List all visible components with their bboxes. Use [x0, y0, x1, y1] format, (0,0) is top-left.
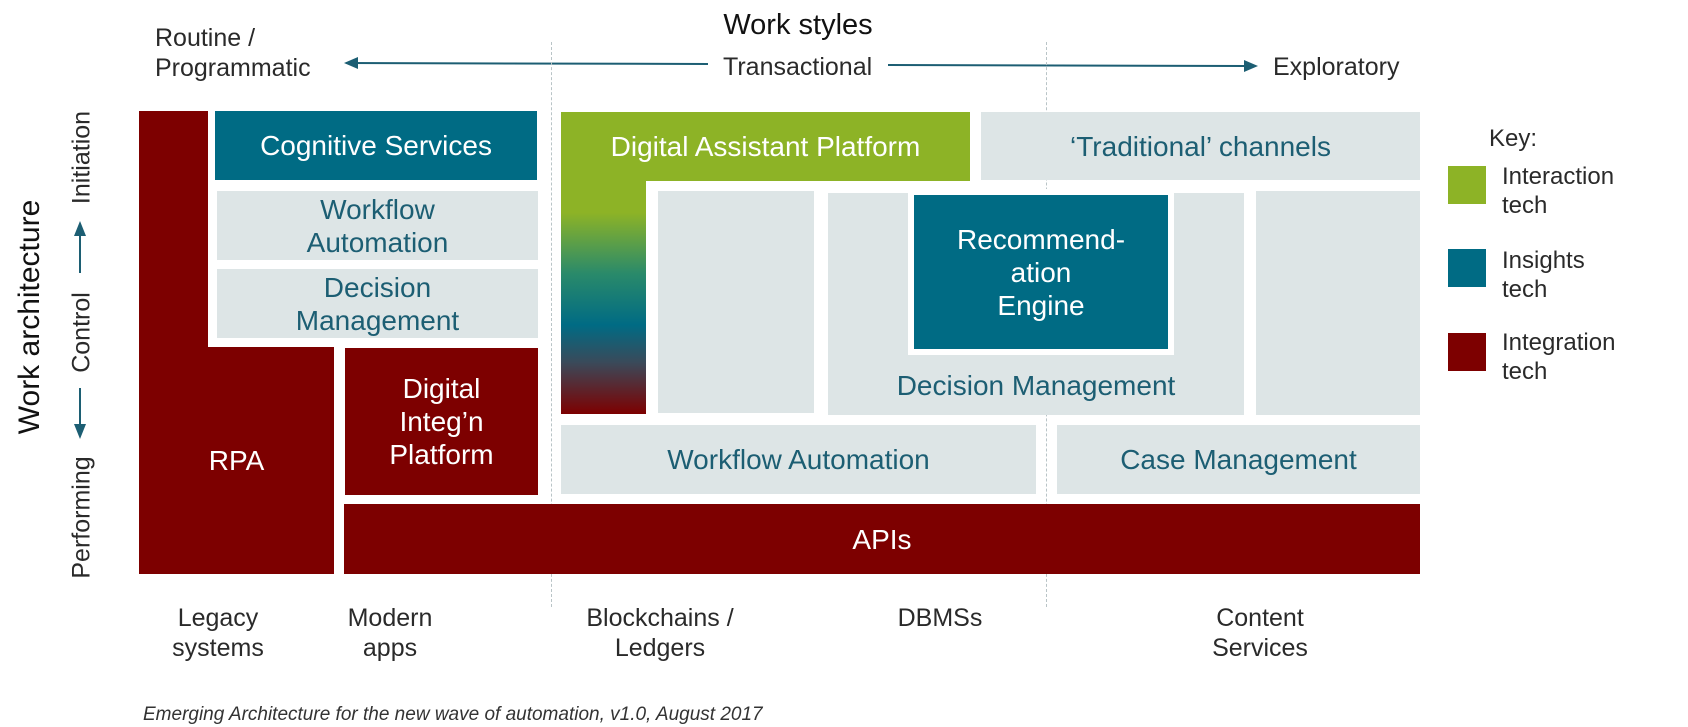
arrow-right-line — [887, 64, 1246, 67]
side-axis-arrows — [74, 221, 86, 439]
blockchains-ledgers-label: Blockchains / Ledgers — [586, 604, 734, 662]
legend-title: Key: — [1489, 125, 1538, 152]
case-management-block: Case Management — [1057, 425, 1420, 494]
axis-up-head — [74, 221, 86, 236]
arrow-right-head — [1244, 60, 1258, 72]
decision-management-center-label: Decision Management — [896, 369, 1176, 401]
right-grey-column — [1256, 191, 1420, 415]
traditional-channels-block: ‘Traditional’ channels — [981, 112, 1420, 180]
legend-label-insights: Insights tech — [1502, 247, 1585, 303]
legend-swatch-integration — [1448, 333, 1486, 371]
digital-integration-platform-block: Digital Integ’n Platform — [345, 348, 538, 495]
legend-label-integration: Integration tech — [1502, 329, 1616, 385]
caption: Emerging Architecture for the new wave o… — [143, 704, 763, 725]
arrow-left-head — [344, 57, 358, 69]
rpa-column-top — [139, 111, 208, 351]
modern-apps-label: Modern apps — [347, 604, 433, 662]
legacy-systems-label: Legacy systems — [172, 604, 264, 662]
digital-assistant-gradient-column — [561, 180, 646, 414]
transactional-label: Transactional — [723, 53, 873, 81]
arrow-left-line — [345, 62, 709, 65]
axis-down-head — [74, 424, 86, 439]
recommendation-engine-block: Recommend- ation Engine — [908, 189, 1174, 355]
legend-swatch-interaction — [1448, 166, 1486, 204]
divider-left — [551, 42, 552, 607]
digital-assistant-platform-label: Digital Assistant Platform — [610, 131, 921, 162]
rpa-block: RPA — [139, 347, 334, 574]
performing-label: Performing — [67, 456, 96, 579]
digital-assistant-platform-bar — [561, 112, 970, 181]
legend-swatch-insights — [1448, 249, 1486, 287]
work-styles-title: Work styles — [723, 9, 873, 41]
content-services-label: Content Services — [1212, 604, 1308, 662]
workflow-automation-left-block: Workflow Automation — [217, 191, 538, 260]
decision-management-left-block: Decision Management — [217, 269, 538, 338]
exploratory-label: Exploratory — [1273, 53, 1400, 81]
routine-programmatic-label: Routine / Programmatic — [155, 24, 311, 82]
center-grey-column-1 — [658, 191, 814, 413]
workflow-automation-center-block: Workflow Automation — [561, 425, 1036, 494]
work-styles-arrows — [344, 57, 1258, 72]
legend-label-interaction: Interaction tech — [1502, 163, 1615, 219]
dbms-label: DBMSs — [897, 604, 983, 632]
apis-block: APIs — [344, 504, 1420, 574]
cognitive-services-block: Cognitive Services — [215, 111, 537, 180]
